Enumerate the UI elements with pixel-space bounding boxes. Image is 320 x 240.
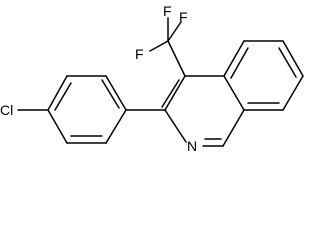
bond-cf3-f-left [149, 40, 169, 52]
atom-label-f-right: F [179, 9, 188, 25]
bond-c7-c8 [282, 75, 304, 111]
bonds [17, 17, 304, 147]
bond-c3-n2 [164, 109, 187, 143]
bond-c6-c7 [282, 40, 304, 77]
bond-aryl-3-inner [54, 82, 72, 111]
bond-aryl-4 [47, 109, 68, 144]
bond-c4-cf3 [167, 40, 186, 77]
bond-c8a-c4a [223, 75, 245, 111]
bond-aryl-1 [105, 75, 127, 111]
bond-c4a-c5 [223, 40, 245, 77]
bond-aryl-6 [105, 109, 127, 144]
bond-aryl-1-inner [101, 79, 120, 109]
bond-c4a-c5-inner [230, 47, 249, 79]
bond-c4-c3-inner [161, 79, 180, 108]
atom-label-f-left: F [135, 46, 144, 62]
bond-c4-c3 [164, 75, 186, 111]
atom-label-f-top: F [163, 3, 172, 19]
molecule-structure: Cl N F F F [0, 3, 304, 154]
atom-label-cl: Cl [0, 102, 13, 118]
atom-labels: Cl N F F F [0, 3, 197, 154]
bond-cf3-f-right [167, 21, 182, 42]
bond-c1-c8a [222, 109, 245, 147]
bond-aryl-3 [47, 75, 68, 111]
atom-label-n: N [187, 138, 197, 154]
bond-c6-c7-inner [278, 47, 297, 78]
